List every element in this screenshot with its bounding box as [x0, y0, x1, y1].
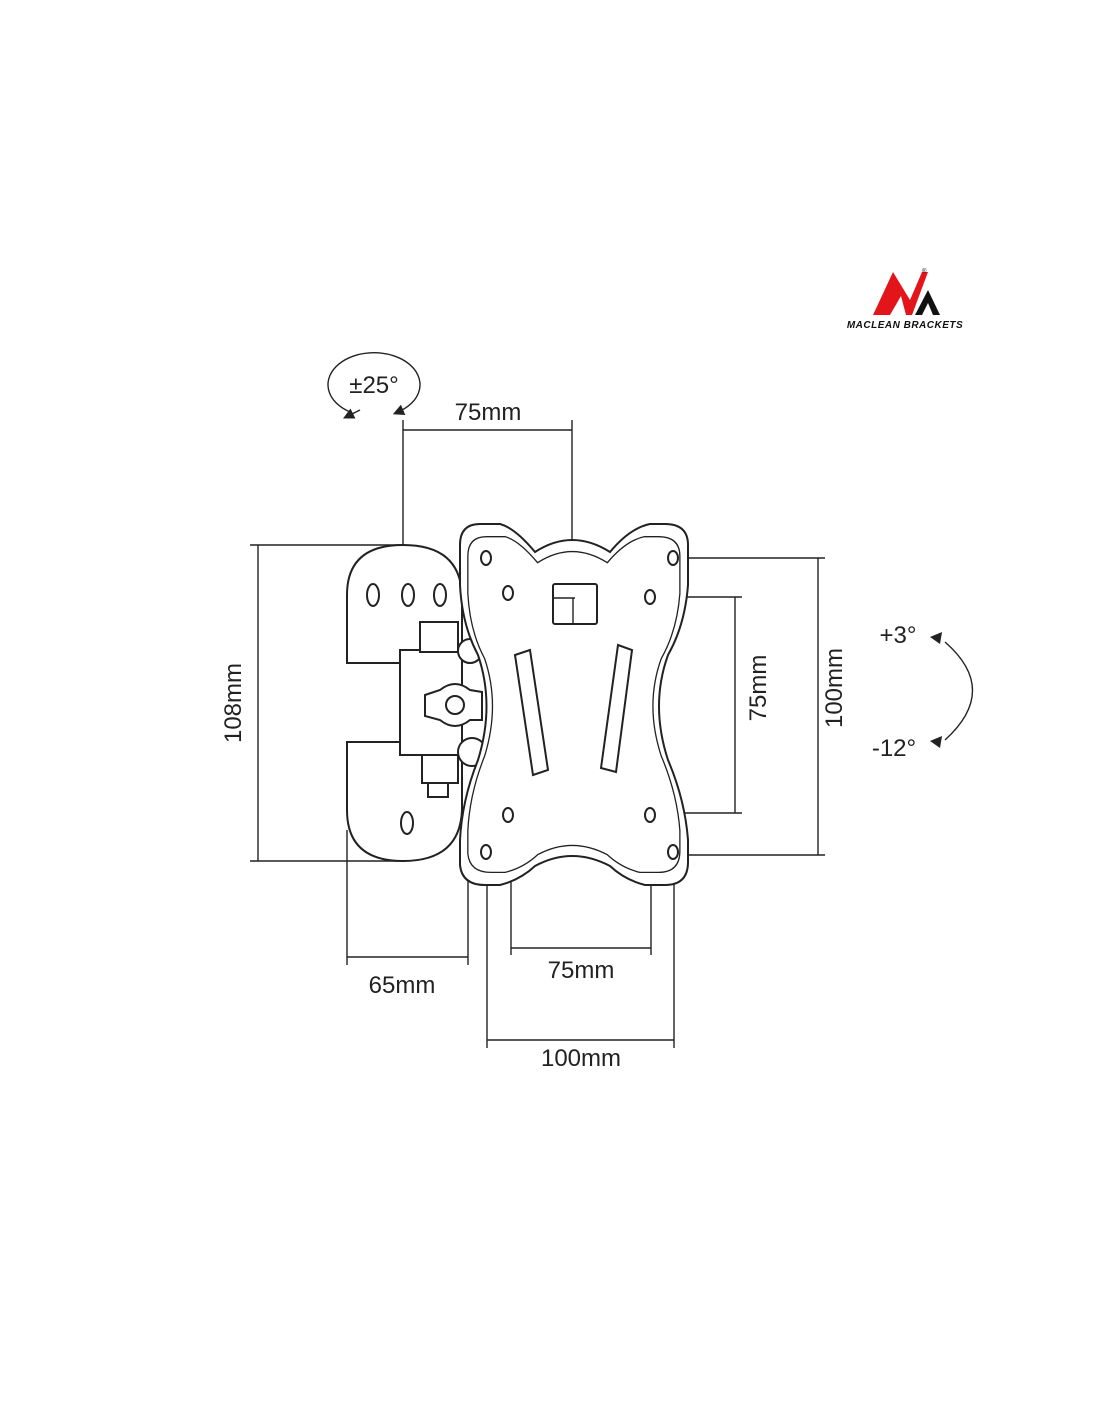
mounting-holes [480, 550, 679, 860]
swivel-angle-label: ±25° [349, 372, 398, 399]
tilt-indicator: +3° -12° [872, 622, 974, 762]
tilt-up-label: +3° [880, 622, 917, 649]
wall-plate [346, 543, 487, 863]
top-width-label: 75mm [455, 399, 522, 426]
depth-label: 65mm [369, 972, 436, 999]
height-left-label: 108mm [220, 663, 247, 743]
logo-text: MACLEAN BRACKETS [847, 320, 963, 331]
vesa-small-height-label: 75mm [745, 655, 772, 722]
vesa-small-width-label: 75mm [548, 957, 615, 984]
registered-mark: ® [922, 268, 927, 275]
swivel-indicator: ±25° [327, 352, 421, 419]
maclean-logo: ® MACLEAN BRACKETS [847, 268, 963, 331]
vesa-plate [459, 523, 689, 886]
vesa-large-height-label: 100mm [821, 648, 848, 728]
tilt-down-label: -12° [872, 735, 916, 762]
vesa-large-width-label: 100mm [541, 1045, 621, 1072]
